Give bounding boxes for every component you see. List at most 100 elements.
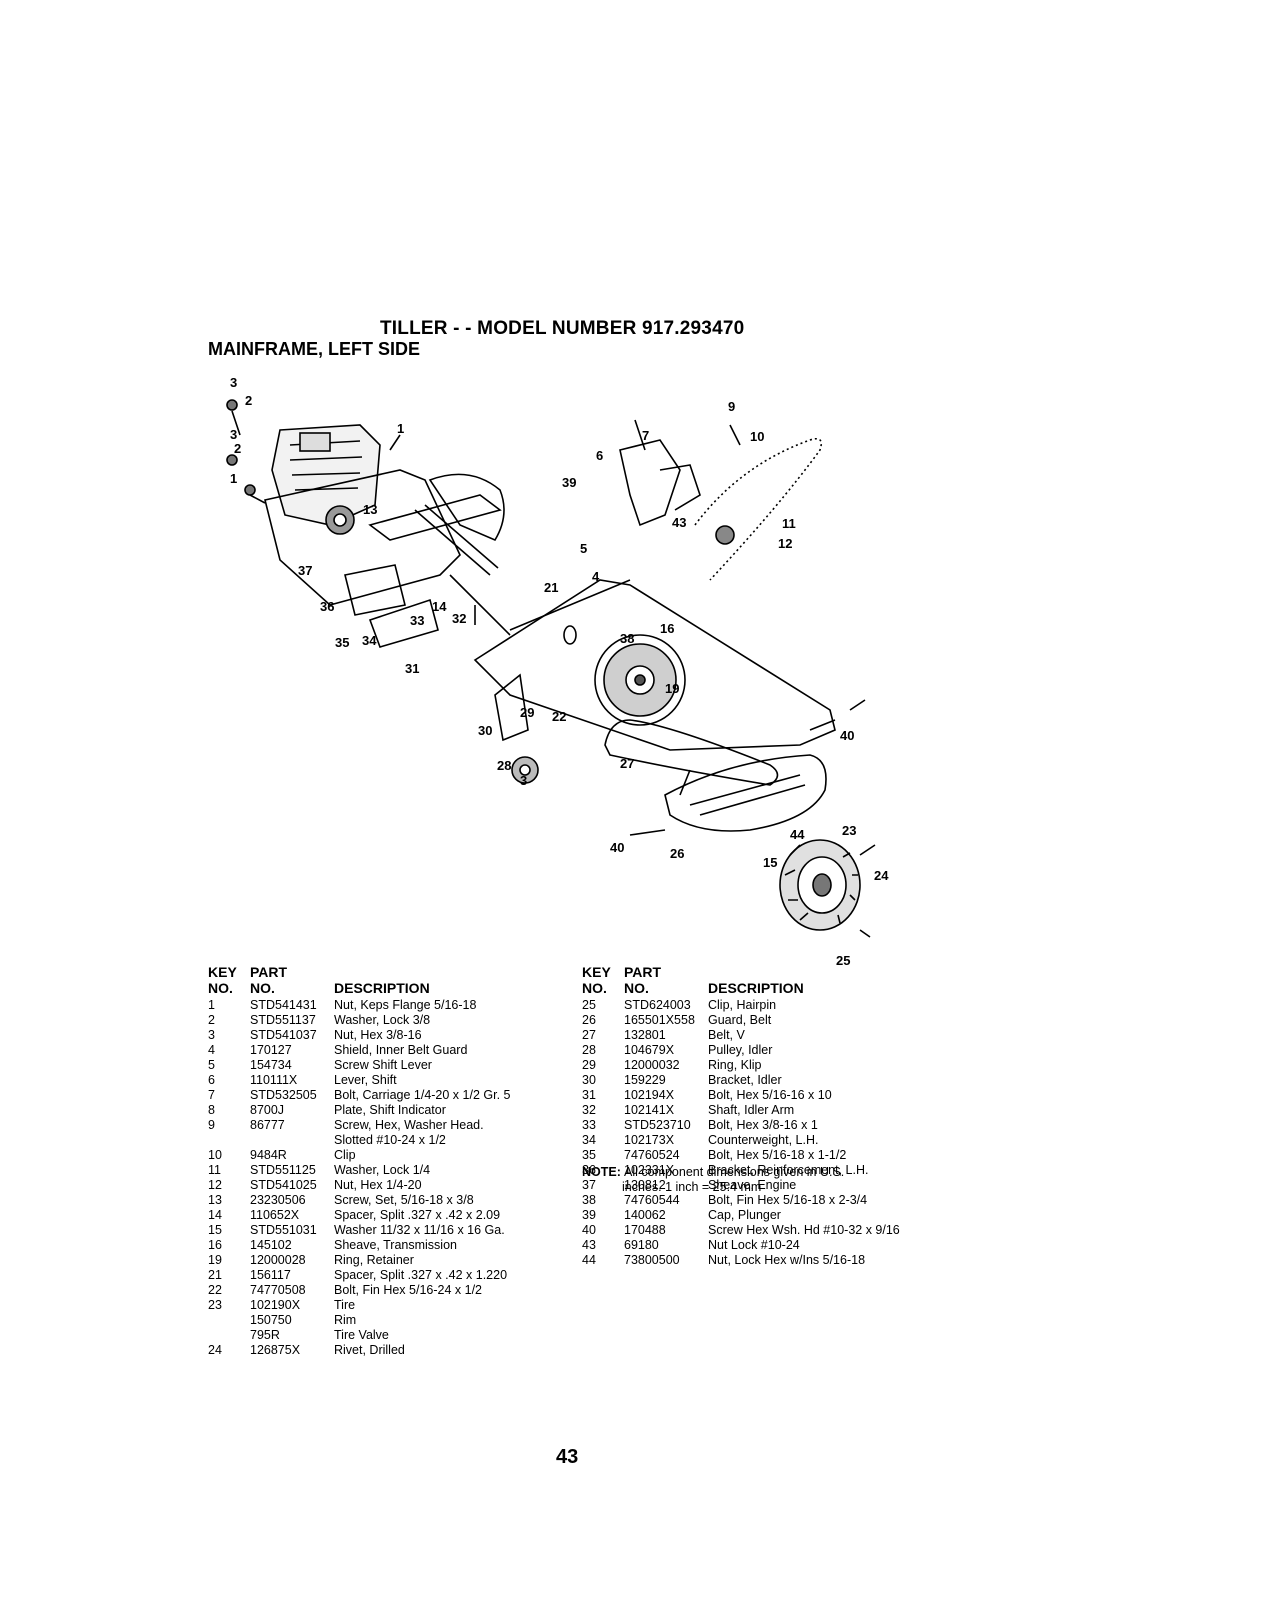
key-no-cell: 7: [208, 1088, 215, 1102]
callout-number: 29: [520, 705, 534, 720]
part-no-cell: 145102: [250, 1238, 292, 1252]
key-no-cell: 39: [582, 1208, 596, 1222]
part-no-cell: 12000032: [624, 1058, 680, 1072]
section-subtitle: MAINFRAME, LEFT SIDE: [208, 339, 420, 359]
description-cell: Shaft, Idler Arm: [708, 1103, 795, 1117]
description-cell: Nut, Hex 1/4-20: [334, 1178, 422, 1192]
header-text: PART: [250, 964, 288, 980]
callout-number: 31: [405, 661, 419, 676]
diagram-drawing: 3 2 3 2 1 1 13 37 36 35 34 14 32 33 31 2…: [226, 375, 889, 968]
description-cell: Clip: [334, 1148, 356, 1162]
description-cell: Bolt, Hex 5/16-18 x 1-1/2: [708, 1148, 847, 1162]
callout-number: 9: [728, 399, 735, 414]
description-cell: Ring, Klip: [708, 1058, 762, 1072]
key-no-cell: 34: [582, 1133, 596, 1147]
description-cell: Tire Valve: [334, 1328, 389, 1342]
callout-number: 44: [790, 827, 805, 842]
callout-number: 6: [596, 448, 603, 463]
callout-number: 2: [234, 441, 241, 456]
part-no-cell: 86777: [250, 1118, 285, 1132]
table-row: 22 74770508 Bolt, Fin Hex 5/16-24 x 1/2: [208, 1283, 510, 1298]
page-number: 43: [556, 1446, 579, 1468]
description-cell: Bolt, Hex 3/8-16 x 1: [708, 1118, 818, 1132]
key-no-cell: 22: [208, 1283, 222, 1297]
part-no-cell: STD624003: [624, 998, 691, 1012]
callout-number: 19: [665, 681, 679, 696]
diagram-linework: [226, 399, 876, 938]
part-no-cell: 130812: [624, 1178, 666, 1192]
callout-labels: 3 2 3 2 1 1 13 37 36 35 34 14 32 33 31 2…: [230, 375, 889, 968]
callout-number: 33: [410, 613, 424, 628]
callout-number: 26: [670, 846, 684, 861]
description-cell: Nut, Lock Hex w/Ins 5/16-18: [708, 1253, 866, 1267]
key-no-cell: 8: [208, 1103, 215, 1117]
callout-number: 11: [782, 516, 796, 531]
part-no-cell: 170127: [250, 1043, 292, 1057]
key-no-cell: 27: [582, 1028, 596, 1042]
note-line-2: inches. 1 inch = 25.4 mm: [622, 1180, 762, 1194]
part-no-cell: STD541431: [250, 998, 317, 1012]
description-cell: Clip, Hairpin: [708, 998, 777, 1012]
part-no-cell: 140062: [624, 1208, 666, 1222]
part-no-cell: STD532505: [250, 1088, 317, 1102]
key-no-cell: 12: [208, 1178, 222, 1192]
part-no-cell: 102331X: [624, 1163, 675, 1177]
callout-number: 4: [592, 569, 600, 584]
part-no-cell: 102141X: [624, 1103, 675, 1117]
key-no-cell: 2: [208, 1013, 215, 1027]
description-cell: Tire: [334, 1298, 356, 1312]
part-no-cell: 170488: [624, 1223, 666, 1237]
description-cell: Bolt, Fin Hex 5/16-24 x 1/2: [334, 1283, 482, 1297]
callout-number: 35: [335, 635, 349, 650]
key-no-cell: 37: [582, 1178, 596, 1192]
callout-number: 12: [778, 536, 792, 551]
description-header: DESCRIPTION: [334, 980, 430, 996]
page-title: TILLER - - MODEL NUMBER 917.293470: [380, 318, 745, 339]
key-no-cell: 40: [582, 1223, 596, 1237]
description-cell: Sheave, Engine: [708, 1178, 797, 1192]
part-no-cell: 69180: [624, 1238, 659, 1252]
description-cell: Washer, Lock 3/8: [334, 1013, 431, 1027]
key-no-cell: 35: [582, 1148, 596, 1162]
header-text: PART: [624, 964, 662, 980]
callout-number: 22: [552, 709, 566, 724]
callout-number: 28: [497, 758, 511, 773]
description-cell: Rivet, Drilled: [334, 1343, 405, 1357]
table-row: 795R Tire Valve: [208, 1328, 510, 1343]
part-no-cell: 159229: [624, 1073, 666, 1087]
header-text: NO.: [624, 980, 649, 996]
callout-number: 39: [562, 475, 576, 490]
header-text: NO.: [582, 980, 607, 996]
dimension-note: NOTE:All component dimensions given in U…: [582, 1165, 844, 1195]
description-cell: Nut, Keps Flange 5/16-18: [334, 998, 477, 1012]
callout-number: 16: [660, 621, 674, 636]
description-cell: Spacer, Split .327 x .42 x 2.09: [334, 1208, 501, 1222]
callout-number: 37: [298, 563, 312, 578]
part-no-cell: 795R: [250, 1328, 280, 1342]
header-text: KEY: [582, 964, 611, 980]
description-cell: Belt, V: [708, 1028, 745, 1042]
key-no-cell: 10: [208, 1148, 222, 1162]
description-cell: Screw, Hex, Washer Head.: [334, 1118, 484, 1132]
part-no-cell: 110111X: [250, 1073, 298, 1087]
key-no-cell: [208, 1328, 250, 1343]
key-no-cell: 16: [208, 1238, 222, 1252]
key-no-cell: 30: [582, 1073, 596, 1087]
description-cell: Bracket, Idler: [708, 1073, 782, 1087]
description-cell: Rim: [334, 1313, 357, 1327]
part-no-cell: 74770508: [250, 1283, 306, 1297]
callout-number: 34: [362, 633, 377, 648]
